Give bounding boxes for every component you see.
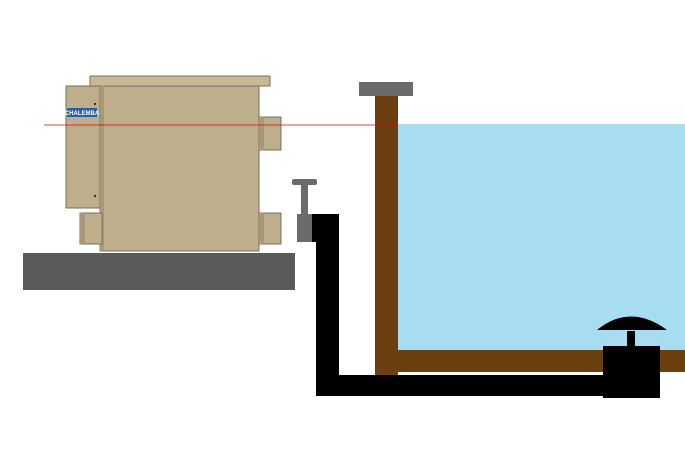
pool-water (398, 124, 685, 350)
base-slab (23, 253, 295, 290)
heat-pump-front-edge (100, 86, 104, 251)
heat-pump-lid (89, 75, 271, 87)
fitting-cap (597, 316, 667, 330)
outlet-connector-ring (259, 117, 264, 150)
brand-label-plate (67, 108, 97, 117)
fitting-stem (627, 331, 635, 347)
brand-label: CHALEMBA (65, 111, 100, 117)
heat-pump: CHALEMBA (65, 75, 282, 252)
valve-body (297, 214, 312, 242)
screw (93, 194, 97, 198)
heat-pump-side-panel (65, 85, 103, 209)
valve-stem (301, 185, 308, 215)
valve (292, 179, 317, 242)
pool-wall (375, 95, 398, 375)
valve-handle (292, 179, 317, 185)
return-pipe (312, 214, 603, 396)
fitting-body (603, 346, 660, 398)
screw (93, 102, 97, 106)
heat-pump-body (99, 85, 260, 252)
inlet-connector-ring (259, 213, 264, 244)
drain-connector-ring (80, 213, 85, 244)
pool-coping (359, 82, 413, 96)
floor-inlet-fitting (597, 316, 667, 398)
